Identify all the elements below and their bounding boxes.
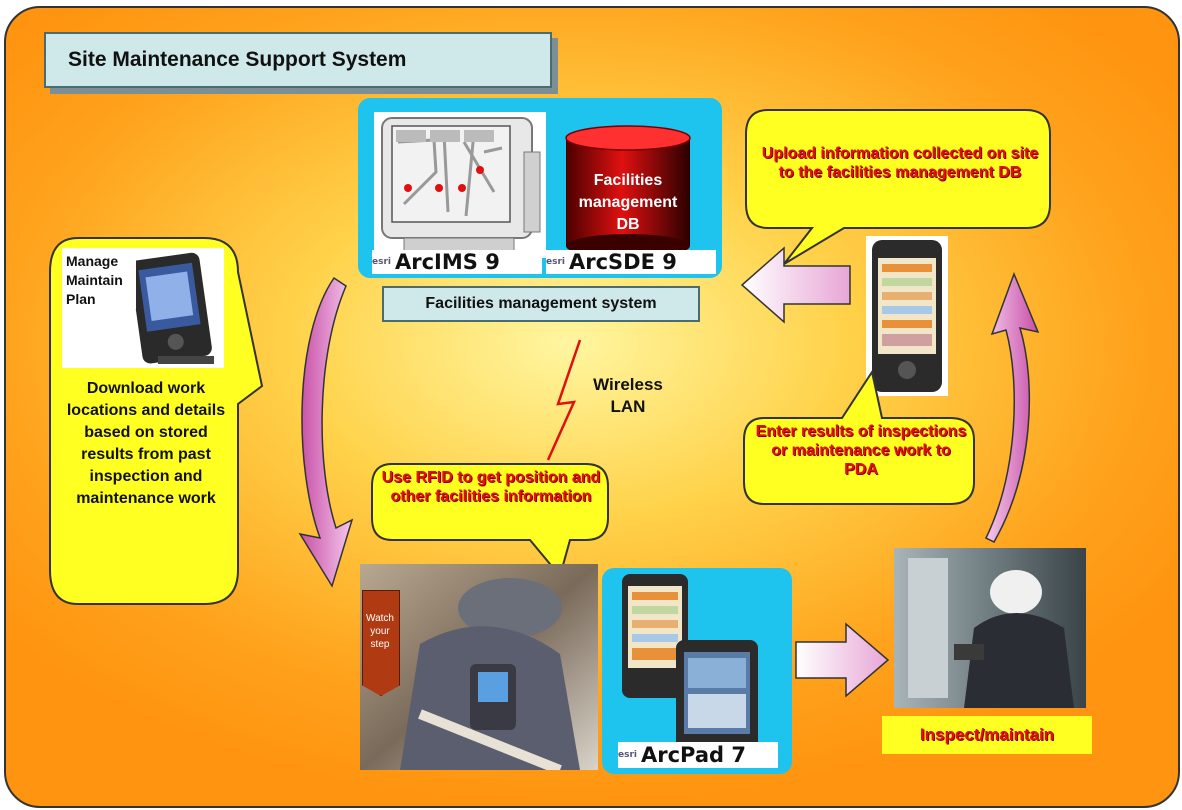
enter-callout-text: Enter results of inspections or maintena… bbox=[755, 423, 967, 478]
download-description: Download work locations and details base… bbox=[66, 380, 226, 507]
inspect-maintain-label: Inspect/maintain bbox=[882, 716, 1092, 754]
arcpad-label: ArcPad 7 bbox=[640, 743, 746, 767]
enter-callout-bubble bbox=[743, 369, 975, 505]
upload-arrow-icon bbox=[740, 246, 851, 324]
right-curved-arrow-icon bbox=[985, 272, 1040, 543]
pda-caption: Manage Maintain Plan bbox=[66, 252, 136, 309]
watch-step-text: Watch your step bbox=[366, 613, 394, 650]
arcims-label: ArcIMS 9 bbox=[394, 250, 500, 274]
wireless-lightning-icon bbox=[546, 339, 582, 461]
watch-step-sign bbox=[362, 590, 400, 696]
rfid-callout-bubble bbox=[371, 463, 609, 579]
upload-callout-bubble bbox=[745, 109, 1051, 265]
db-label: Facilities management DB bbox=[578, 172, 678, 233]
inspect-arrow-icon bbox=[795, 622, 890, 698]
database-cylinder-icon bbox=[565, 125, 691, 258]
field-pda-illustration bbox=[866, 236, 948, 396]
diagram-canvas: Site Maintenance Support System Faciliti bbox=[4, 6, 1180, 808]
left-curved-arrow-icon bbox=[298, 276, 354, 588]
monitor-illustration bbox=[374, 112, 546, 258]
facilities-system-label: Facilities management system bbox=[382, 286, 700, 322]
arcsde-label: ArcSDE 9 bbox=[568, 250, 677, 274]
wireless-lan-label: Wireless LAN bbox=[593, 375, 663, 416]
inspect-photo bbox=[894, 548, 1086, 708]
rfid-callout-text: Use RFID to get position and other facil… bbox=[381, 469, 601, 505]
arcpad-pda-back-illustration bbox=[622, 574, 688, 698]
upload-callout-text: Upload information collected on site to … bbox=[761, 145, 1039, 181]
page-title: Site Maintenance Support System bbox=[44, 32, 552, 88]
